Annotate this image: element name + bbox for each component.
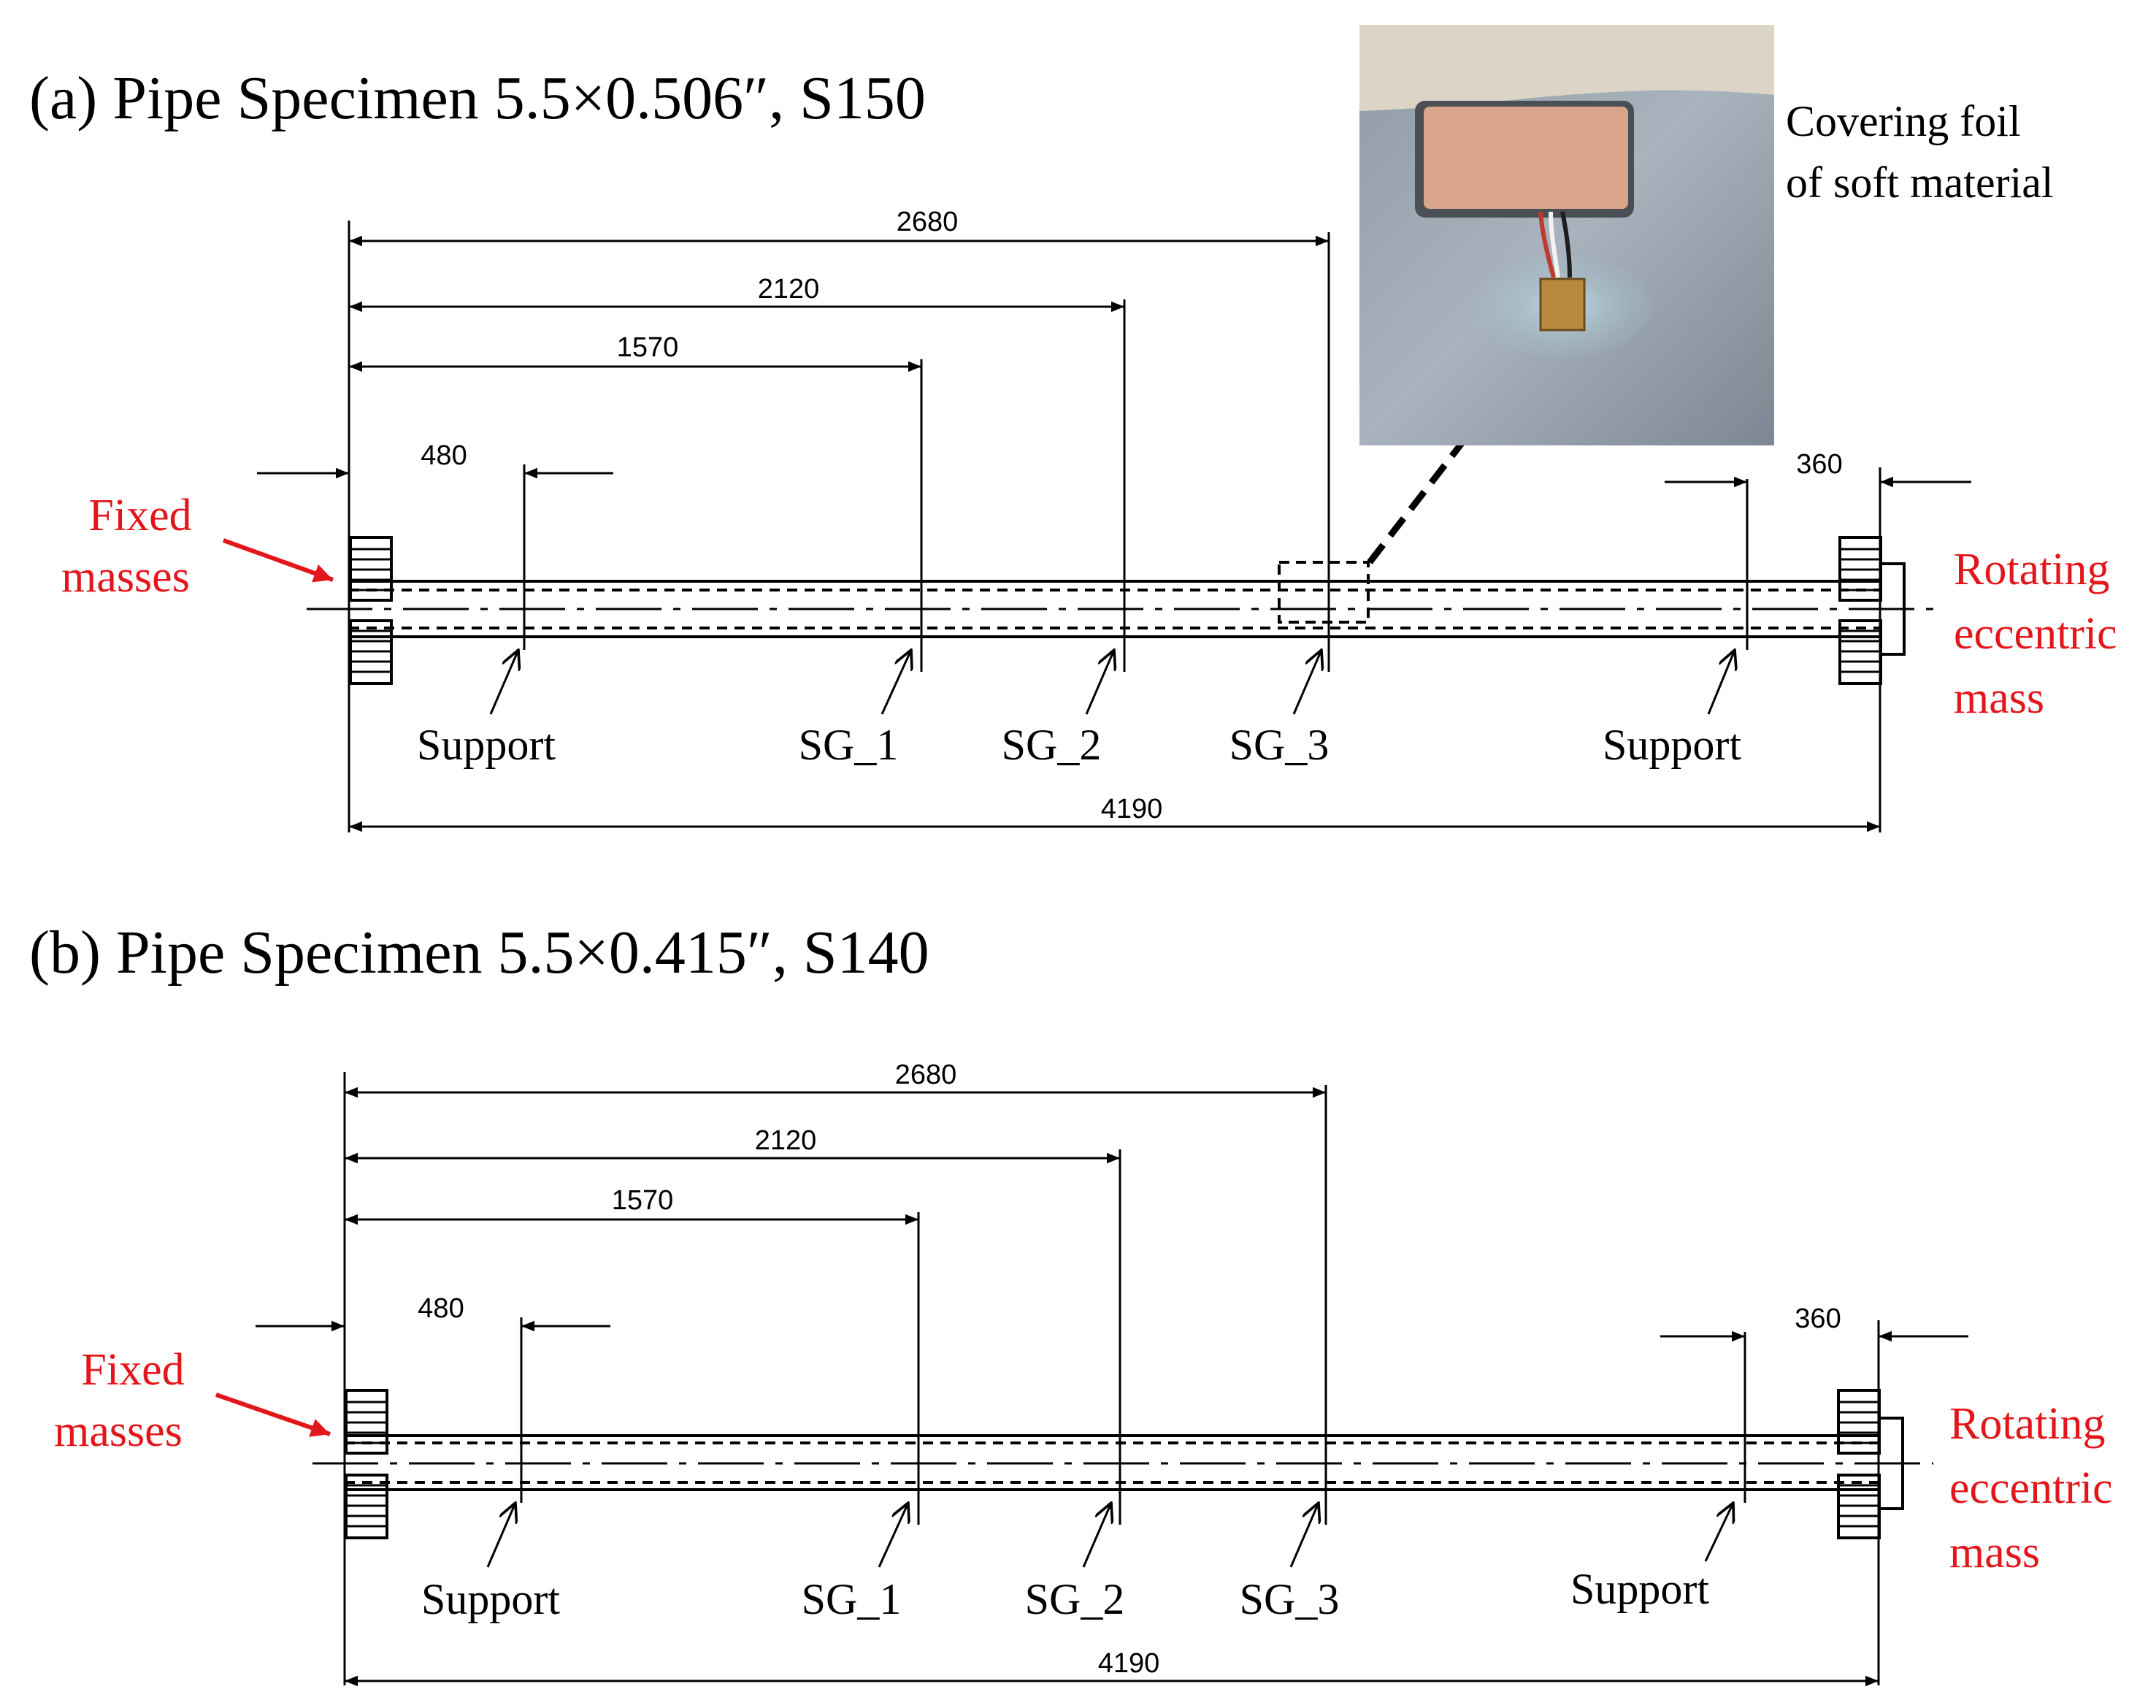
fixed-masses-arrow: [222, 538, 334, 583]
dimension-360: 360: [1795, 1303, 1841, 1334]
label-rotating-line3: mass: [1949, 1528, 2040, 1577]
panel-a-title: (a) Pipe Specimen 5.5×0.506″, S150: [29, 64, 926, 132]
arrow-sg1: [878, 1503, 908, 1568]
label-support-right: Support: [1603, 721, 1741, 769]
dimension-2120: 2120: [758, 274, 820, 305]
fixed-mass-hatching: [350, 548, 391, 673]
detail-callout-arrow: [1367, 347, 1538, 564]
label-sg1: SG_1: [799, 721, 899, 769]
pipe-drawing: [312, 1434, 1933, 1491]
dimension-1570: 1570: [617, 332, 679, 363]
panel-b-title: (b) Pipe Specimen 5.5×0.415″, S140: [29, 919, 929, 987]
label-rotating-line1: Rotating: [1954, 545, 2110, 594]
dimension-480: 480: [421, 440, 467, 471]
label-fixed-masses-line2: masses: [54, 1406, 183, 1456]
eccentric-mass-bracket: [1881, 562, 1906, 656]
photo-caption-line1: Covering foil: [1786, 97, 2021, 145]
photo-covering-foil: [1424, 107, 1628, 209]
label-rotating-line2: eccentric: [1949, 1463, 2113, 1513]
arrow-sg2: [1085, 650, 1114, 715]
sg3-detail-box: [1278, 561, 1370, 624]
fixed-masses-block: [345, 1389, 388, 1539]
photo-fabric: [1359, 25, 1774, 111]
arrow-support-left: [486, 1503, 515, 1568]
rotating-mass-block: [1838, 536, 1906, 685]
label-sg1: SG_1: [802, 1575, 902, 1623]
photo-wire-white: [1549, 211, 1560, 278]
pipe-drawing: [307, 580, 1936, 638]
arrow-support-right: [1707, 650, 1735, 715]
rotating-mass-hatching: [1838, 1401, 1879, 1528]
label-support-right: Support: [1570, 1565, 1709, 1613]
label-sg2: SG_2: [1002, 721, 1102, 769]
dimension-360: 360: [1796, 449, 1842, 480]
arrow-sg3: [1292, 650, 1321, 715]
arrow-support-right: [1704, 1503, 1733, 1562]
label-fixed-masses-line1: Fixed: [81, 1345, 184, 1395]
fixed-masses-arrow: [215, 1393, 331, 1437]
dimension-4190: 4190: [1101, 794, 1163, 824]
dimension-1570: 1570: [612, 1185, 674, 1216]
label-sg3: SG_3: [1240, 1575, 1340, 1623]
strain-gauge-photo: [1359, 25, 1774, 445]
label-support-left: Support: [421, 1575, 560, 1623]
label-rotating-line1: Rotating: [1949, 1399, 2106, 1449]
label-fixed-masses-line2: masses: [61, 552, 190, 602]
rotating-mass-block: [1837, 1389, 1904, 1539]
photo-caption-line2: of soft material: [1786, 158, 2054, 207]
dimension-2120: 2120: [755, 1125, 817, 1156]
dimension-4190: 4190: [1098, 1648, 1160, 1679]
label-fixed-masses-line1: Fixed: [88, 491, 191, 540]
rotating-mass-hatching: [1840, 548, 1881, 673]
arrow-sg1: [881, 650, 911, 715]
panel-b: (b) Pipe Specimen 5.5×0.415″, S140 2680 …: [29, 919, 2113, 1687]
label-sg2: SG_2: [1025, 1575, 1125, 1623]
arrow-sg2: [1082, 1503, 1111, 1568]
fixed-mass-hatching: [346, 1401, 387, 1528]
eccentric-mass-bracket: [1879, 1417, 1904, 1510]
label-support-left: Support: [417, 721, 556, 769]
dimension-480: 480: [418, 1293, 464, 1324]
dimension-2680: 2680: [895, 1060, 957, 1090]
label-rotating-line3: mass: [1954, 673, 2044, 723]
label-sg3: SG_3: [1229, 721, 1330, 769]
photo-wire-black: [1560, 211, 1572, 278]
photo-strain-gauge: [1539, 277, 1586, 332]
fixed-masses-block: [349, 536, 393, 685]
arrow-sg3: [1289, 1503, 1319, 1568]
panel-a: (a) Pipe Specimen 5.5×0.506″, S150 2680 …: [29, 64, 2117, 832]
arrow-support-left: [489, 650, 518, 715]
label-rotating-line2: eccentric: [1954, 609, 2117, 659]
dimension-2680: 2680: [897, 207, 959, 237]
photo-wire-red: [1538, 211, 1556, 278]
